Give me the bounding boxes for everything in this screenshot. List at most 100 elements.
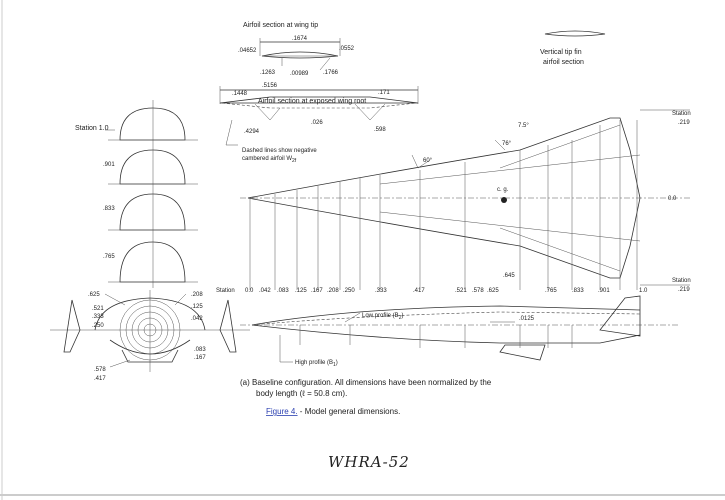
cs-label-765: .765 [103,254,115,260]
station-765: .765 [545,288,557,294]
station-167: .167 [311,288,323,294]
handwritten-code: WHRA-52 [328,453,410,471]
plan-upper-outline [247,117,641,199]
airfoil-root-title: Airfoil section at exposed wing root [258,98,366,105]
airfoil-tip-group: Airfoil section at wing tip .1674 .04652… [238,22,355,77]
cs-label-833: .833 [103,206,115,212]
centerline-value: 0.0 [668,196,677,202]
station-250: .250 [343,288,355,294]
airfoil-tip-title: Airfoil section at wing tip [243,22,318,29]
high-profile-sub: 1 [333,362,336,368]
front-right-fin [219,299,237,353]
root-note-sub: 2f [292,158,297,164]
fv-label-250: .250 [92,323,104,329]
station-578: .578 [472,288,484,294]
tip-fin-group: Vertical tip fin airfoil section [540,30,606,66]
station-521: .521 [455,288,467,294]
dim-tip-4: .00989 [290,71,309,77]
fv-label-521: .521 [92,306,104,312]
fv-label-083: .083 [194,347,206,353]
station-row-label: Station [216,288,235,294]
fv-label-208: .208 [191,292,203,298]
svg-text:Low profile (B2): Low profile (B2) [362,313,403,321]
station-042: .042 [259,288,271,294]
cross-sections-group: Station 1.0 .901 .833 .765 [75,100,198,288]
station-625: .625 [487,288,499,294]
cross-section-2: .901 [103,145,198,190]
cross-section-1 [105,100,198,145]
station-125: .125 [295,288,307,294]
caption-line1: (a) Baseline configuration. All dimensio… [240,378,492,387]
cross-section-3: .833 [103,190,198,236]
dim-tip-3: .1263 [260,70,276,76]
side-low-profile-line [251,311,641,326]
station-833: .833 [572,288,584,294]
station-top-label: Station [672,111,691,117]
airfoil-root-group: .5156 .1448 .171 Airfoil section at expo… [219,83,419,164]
side-upper-outline [251,305,641,326]
station-208: .208 [327,288,339,294]
low-profile-label: Low profile (B [362,313,399,319]
cross-section-4: .765 [103,236,198,288]
fv-label-417: .417 [94,376,106,382]
fv-label-625: .625 [88,292,100,298]
dim-root-5: .598 [374,127,386,133]
front-left-fin [63,299,81,353]
station-bottom-value: .219 [678,287,690,293]
fv-label-167: .167 [194,355,206,361]
root-note-line2: cambered airfoil W [242,156,292,162]
dim-root-3: .026 [311,120,323,126]
svg-text:cambered airfoil W2f: cambered airfoil W2f [242,156,297,164]
tip-fin-label-1: Vertical tip fin [540,49,582,56]
station-417: .417 [413,288,425,294]
tip-fin-shape [544,30,606,37]
caption-group: (a) Baseline configuration. All dimensio… [240,378,492,416]
root-note-line1: Dashed lines show negative [242,148,317,154]
root-airfoil-shape [219,96,419,104]
plan-view-group: c. g. 7.5° 76° 60° Station .219 0.0 Stat… [240,109,691,293]
cg-label: c. g. [497,187,509,193]
dim-tip-chord: .1674 [292,36,308,42]
cross-section-title: Station 1.0 [75,125,109,132]
cs-label-901: .901 [103,162,115,168]
tip-airfoil-shape [261,51,339,59]
angle-76: 76° [502,141,512,147]
figure-link[interactable]: Figure 4. [266,407,298,416]
station-row: Station 0.0 .042 .083 .125 .167 .208 .25… [216,273,648,294]
dim-root-chord: .5156 [262,83,278,89]
dim-tip-2: .0552 [339,46,355,52]
fv-label-042: .042 [191,316,203,322]
caption-line2: body length (ℓ = 50.8 cm). [256,389,347,398]
station-333: .333 [375,288,387,294]
station-bottom-label: Station [672,278,691,284]
figure-title: - Model general dimensions. [298,407,401,416]
fv-label-125: .125 [191,304,203,310]
dim-tip-1: .04652 [238,48,257,54]
side-view-group: Low profile (B2) .0125 High profile (B1) [240,295,680,368]
cg-marker [501,197,507,203]
fv-label-333: .333 [92,314,104,320]
high-profile-label: High profile (B [295,360,333,366]
tip-fin-label-2: airfoil section [543,59,584,66]
svg-text:Figure 4. - Model general dime: Figure 4. - Model general dimensions. [266,407,400,416]
dim-root-1: .1448 [232,91,248,97]
station-083: .083 [277,288,289,294]
plan-lower-outline [247,197,641,279]
dim-root-4: .4294 [244,129,260,135]
front-view-group: .625 .521 .333 .250 .578 .417 .208 .125 … [50,290,250,382]
angle-7-5: 7.5° [518,123,529,129]
station-645: .645 [503,273,515,279]
station-901: .901 [598,288,610,294]
station-0: 0.0 [245,288,254,294]
dim-root-2: .171 [378,90,390,96]
low-profile-sub: 2 [399,315,402,321]
side-ventral [499,344,546,361]
station-1: 1.0 [639,288,648,294]
side-tail-fin [599,295,641,337]
station-top-value: .219 [678,120,690,126]
side-dim-0125: .0125 [519,316,535,322]
dim-tip-5: .1766 [323,70,339,76]
side-lower-outline [251,324,641,344]
svg-text:High profile (B1): High profile (B1) [295,360,338,368]
